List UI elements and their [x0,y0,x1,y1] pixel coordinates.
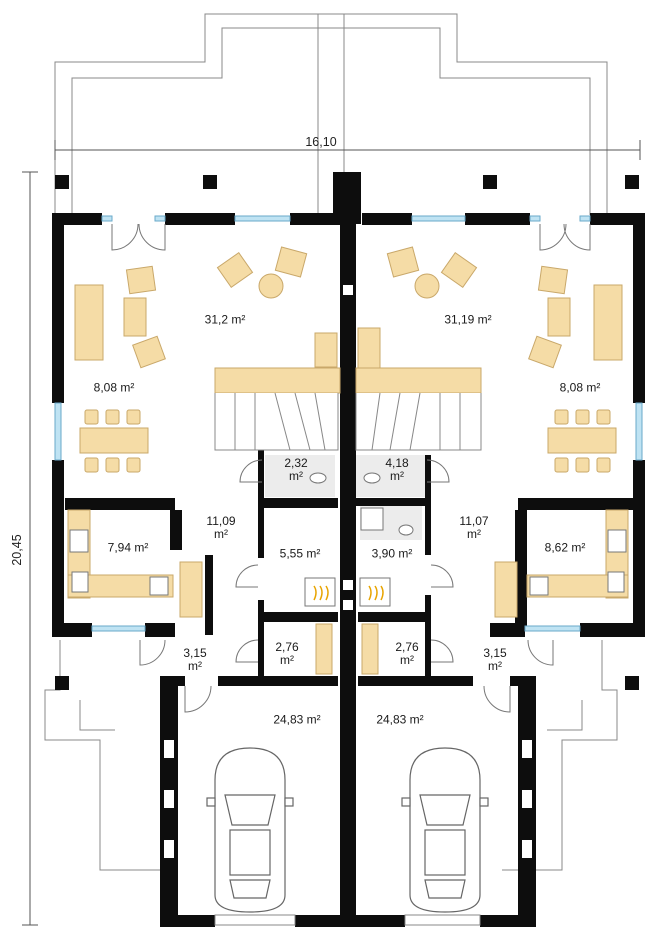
left-vestibule-area: 3,15 m² [183,646,207,673]
left-kitchen-area: 7,94 m² [107,540,149,555]
left-closet-area: 2,76 m² [275,640,299,667]
door-swings [111,223,591,713]
right-vestibule-area: 3,15 m² [483,646,507,673]
car-left [206,747,294,913]
chairs [84,409,611,473]
width-dimension: 16,10 [305,135,337,149]
windows [54,215,643,632]
right-boiler-area: 3,90 m² [371,546,413,561]
left-boiler-area: 5,55 m² [279,546,321,561]
left-garage-area: 24,83 m² [273,712,321,727]
right-kitchen-area: 8,62 m² [544,540,586,555]
depth-dimension: 20,45 [10,534,24,566]
left-wc-area: 2,32 m² [284,456,308,483]
radiator-flames [313,585,384,601]
car-right [401,747,489,913]
right-living-area: 31,19 m² [444,312,492,327]
right-bath-area: 4,18 m² [385,456,409,483]
right-dining-area: 8,08 m² [559,380,601,395]
right-garage-area: 24,83 m² [376,712,424,727]
left-hall-area: 11,09 m² [206,514,236,541]
garage-door-lines [214,914,481,926]
left-living-area: 31,2 m² [204,312,246,327]
garage-wall-gaps [164,285,532,858]
right-closet-area: 2,76 m² [395,640,419,667]
appliances [69,472,627,607]
stairs [214,367,482,451]
terrace-columns [55,175,639,690]
right-hall-area: 11,07 m² [459,514,489,541]
left-dining-area: 8,08 m² [93,380,135,395]
